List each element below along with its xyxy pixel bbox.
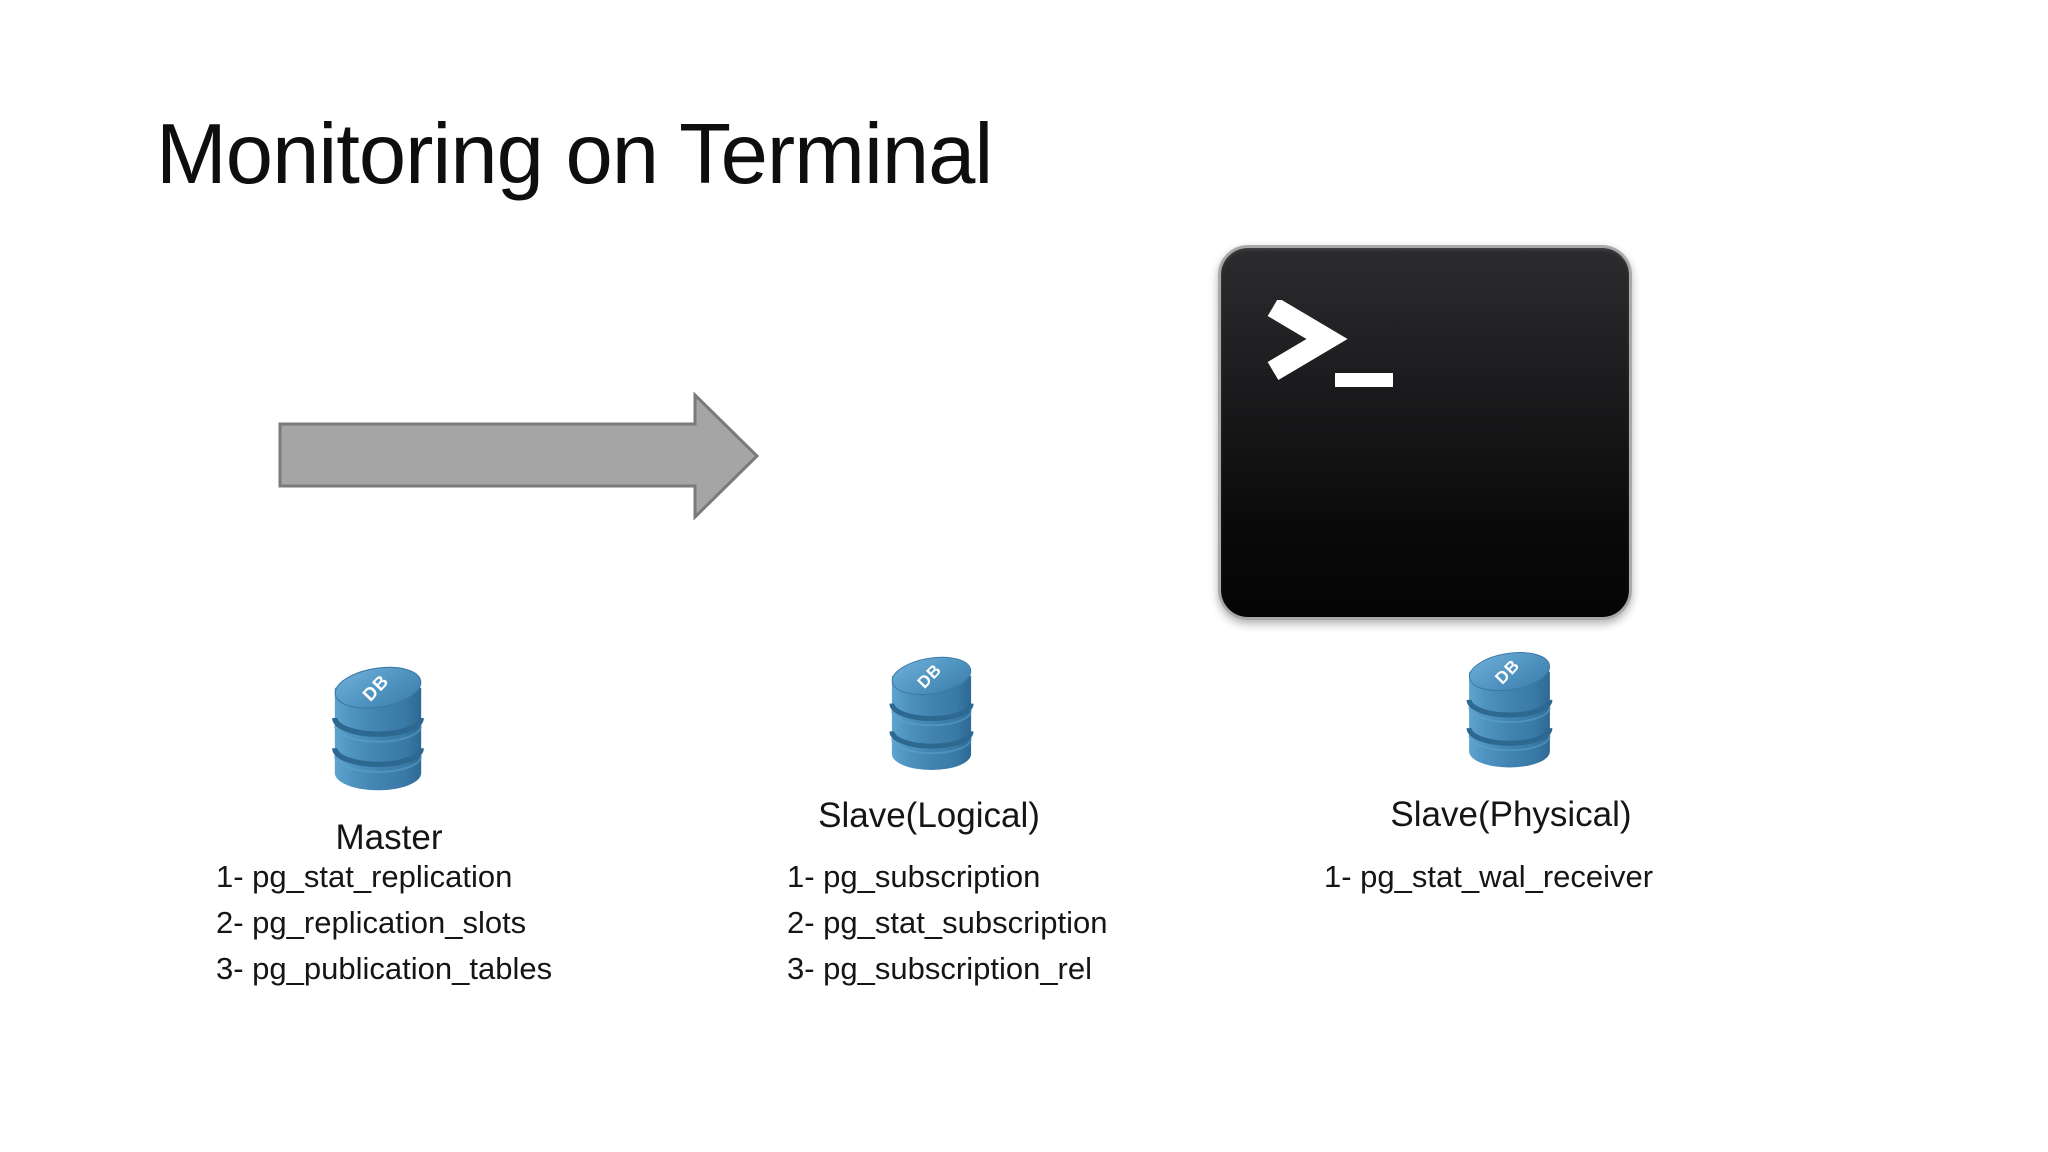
list-item: 2- pg_replication_slots [216,905,527,940]
database-icon-slave-logical: DB [889,656,974,770]
list-item: 1- pg_subscription [787,859,1041,894]
node-label-slave-physical: Slave(Physical) [1390,795,1632,834]
db-highlight [890,710,973,727]
db-top-face [334,666,422,709]
database-icon-master: DB [332,666,424,791]
node-label-slave-logical: Slave(Logical) [818,796,1040,835]
right-arrow-icon [278,391,760,521]
db-top-face [891,656,972,696]
list-item: 1- pg_stat_replication [216,859,513,894]
node-label-master: Master [335,818,443,857]
right-arrow-shape [278,391,760,521]
db-groove [889,703,974,721]
slide-title: Monitoring on Terminal [156,107,993,202]
db-highlight [333,755,423,773]
db-groove [1466,727,1553,746]
db-groove [332,747,424,768]
db-groove [889,730,974,749]
node-list-master: 1- pg_stat_replication 2- pg_replication… [216,854,552,992]
db-highlight [890,738,973,755]
database-icon-slave-physical: DB [1466,652,1553,768]
db-highlight [333,725,423,743]
db-highlight [1468,735,1551,752]
list-item: 3- pg_publication_tables [216,951,553,986]
list-item: 3- pg_subscription_rel [787,951,1093,986]
terminal-icon [1218,245,1632,620]
db-top-face [1468,652,1551,692]
list-item: 2- pg_stat_subscription [787,905,1108,940]
node-list-slave-logical: 1- pg_subscription 2- pg_stat_subscripti… [787,854,1108,992]
db-groove [1466,699,1553,718]
db-highlight [1468,706,1551,724]
prompt-underscore-icon [1335,373,1393,387]
db-groove [332,717,424,737]
node-list-slave-physical: 1- pg_stat_wal_receiver [1324,854,1653,900]
flow-arrow [278,391,760,522]
terminal-prompt-icon [1267,300,1393,387]
list-item: 1- pg_stat_wal_receiver [1324,859,1654,894]
prompt-chevron-icon [1267,300,1348,381]
